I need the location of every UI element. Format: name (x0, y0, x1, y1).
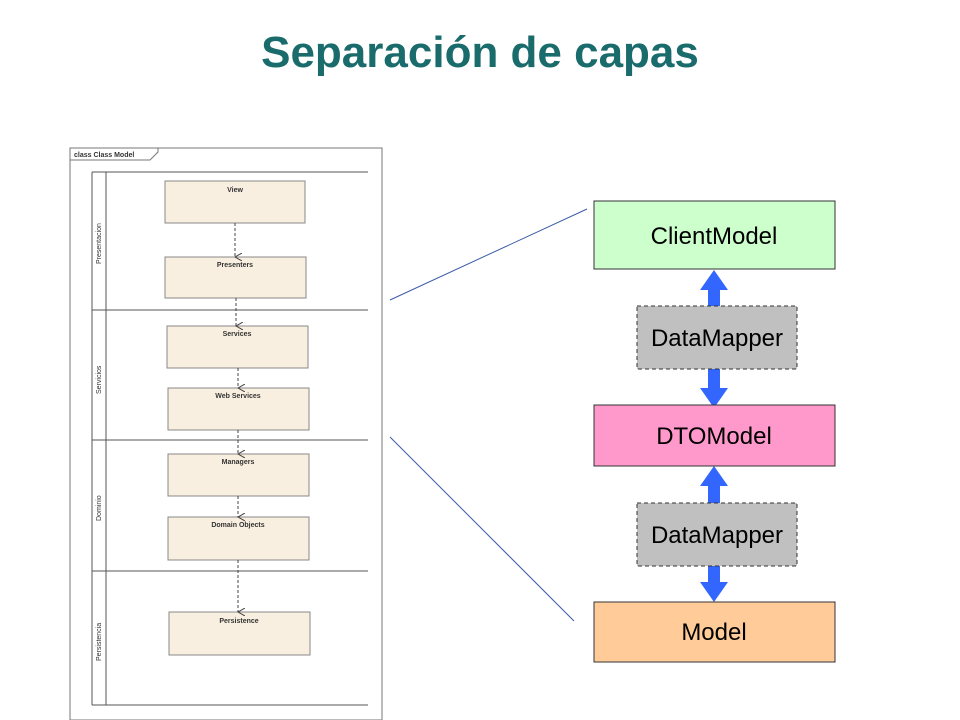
page-title: Separación de capas (261, 28, 699, 77)
uml-box-services: Services (166, 325, 309, 369)
svg-text:Domain Objects: Domain Objects (211, 522, 264, 529)
svg-text:DataMapper: DataMapper (651, 325, 783, 352)
uml-box-domain-objects: Domain Objects (167, 516, 310, 561)
svg-text:ClientModel: ClientModel (651, 223, 778, 250)
svg-text:View: View (227, 187, 243, 194)
lane-label-dominio: Dominio (96, 495, 103, 521)
client-model-box: ClientModel (593, 200, 836, 270)
uml-box-web-services: Web Services (167, 387, 310, 431)
svg-text:Model: Model (681, 619, 746, 646)
uml-frame-tab (70, 148, 159, 161)
lane-label-servicios: Servicios (96, 365, 103, 394)
svg-text:Presenters: Presenters (217, 262, 253, 269)
uml-box-managers: Managers (167, 453, 310, 497)
uml-class-model: class Class Model Presentacion Servicios… (69, 147, 383, 720)
data-mapper-bottom-box: DataMapper (636, 502, 798, 567)
lane-label-persistencia: Persistencia (96, 623, 103, 661)
model-box: Model (593, 601, 836, 663)
lane-label-presentacion: Presentacion (96, 223, 103, 264)
svg-text:Web Services: Web Services (215, 393, 261, 400)
svg-text:DataMapper: DataMapper (651, 522, 783, 549)
svg-text:Services: Services (223, 331, 252, 338)
svg-text:Persistence: Persistence (219, 618, 258, 625)
dto-model-box: DTOModel (593, 404, 836, 467)
connector-line-bottom (389, 436, 575, 622)
uml-box-view: View (164, 180, 306, 224)
uml-box-presenters: Presenters (164, 256, 307, 299)
connector-line-top (389, 208, 588, 301)
data-mapper-top-box: DataMapper (636, 305, 798, 370)
uml-box-persistence: Persistence (168, 611, 311, 656)
uml-frame-label: class Class Model (74, 152, 134, 159)
svg-text:DTOModel: DTOModel (656, 423, 772, 450)
svg-text:Managers: Managers (222, 459, 255, 466)
